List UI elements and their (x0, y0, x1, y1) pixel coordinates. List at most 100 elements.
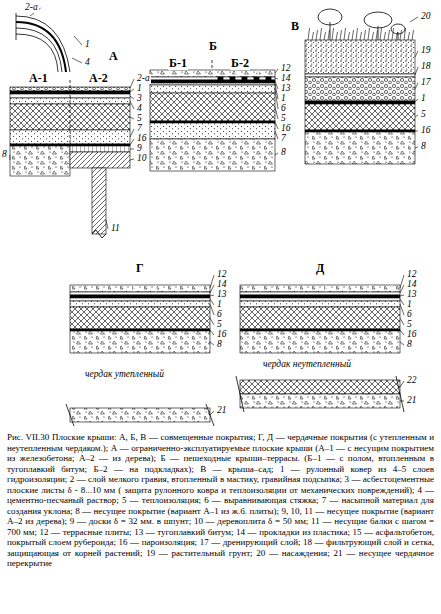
roof-layer (305, 77, 415, 101)
section-letter: Г (135, 262, 145, 275)
leader-line (400, 318, 404, 325)
roof-layer (70, 295, 210, 298)
tile-joint (303, 286, 305, 292)
leader-line (210, 411, 214, 415)
callout-number: 2-а (24, 3, 39, 13)
grass-blade (392, 28, 394, 40)
grass-blade (324, 32, 326, 40)
break-line (66, 404, 214, 426)
plant-stem (398, 32, 399, 40)
leader-line (130, 96, 134, 99)
roof-layer (150, 77, 275, 80)
callout-number: 6 (406, 310, 413, 320)
tile-joint (89, 286, 91, 292)
section-letter: А-1 (28, 72, 49, 85)
leader-line (400, 299, 404, 305)
callout-number: 4 (84, 58, 91, 68)
section-letter: Б-1 (168, 57, 188, 70)
grass-blade (396, 32, 398, 40)
leader-line (9, 155, 10, 160)
roof-layer (70, 331, 210, 353)
leader-line (410, 17, 418, 22)
grass-blade (348, 32, 350, 40)
callout-number: 8 (280, 148, 287, 158)
roof-layer (70, 408, 210, 422)
roof-layer (240, 295, 400, 298)
leader-line (400, 295, 404, 296)
callout-number: 3 (136, 94, 143, 104)
roof-layer (92, 168, 106, 234)
leader-line (210, 299, 214, 305)
roof-layer (305, 74, 415, 77)
break-line (236, 376, 404, 412)
callout-number: 19 (420, 46, 432, 56)
grass-blade (384, 32, 386, 40)
callout-number: 5 (216, 320, 223, 330)
tile-joint (281, 286, 283, 292)
roof-layer (150, 121, 275, 123)
callout-number: 5 (406, 320, 413, 330)
rolled-layer (16, 22, 66, 72)
roof-layer (10, 146, 70, 176)
callout-number: 1 (406, 300, 413, 310)
callout-number: 13 (406, 290, 418, 300)
callout-number: 1 (84, 40, 91, 50)
grass-blade (328, 30, 330, 40)
roof-layer (150, 93, 275, 121)
callout-number: 5 (136, 114, 143, 124)
leader-line (130, 148, 134, 149)
roof-layer (70, 298, 210, 301)
leader-line (400, 400, 404, 401)
roof-layer (240, 307, 400, 329)
roof-layer (70, 301, 210, 307)
pad (230, 77, 235, 80)
leader-line (275, 122, 278, 129)
callout-number: 8 (420, 142, 427, 152)
callout-number: 16 (420, 126, 432, 136)
leader-line (275, 89, 278, 109)
grass-blade (368, 28, 370, 40)
leader-line (275, 78, 278, 80)
callout-number: 12 (280, 64, 292, 74)
roof-layer (240, 292, 400, 295)
roof-layer (70, 285, 210, 292)
callout-number: 14 (216, 280, 228, 290)
grass-blade (372, 32, 374, 40)
leader-line (415, 51, 418, 57)
callout-number: 11 (110, 224, 121, 234)
callout-number: 8 (216, 340, 223, 350)
pad (266, 77, 271, 80)
callout-number: 16 (216, 330, 228, 340)
roof-layer (305, 101, 415, 104)
grass-blade (412, 30, 414, 40)
tile-joint (369, 286, 371, 292)
leader-line (74, 36, 82, 45)
callout-number: 13 (216, 290, 228, 300)
grass-blade (320, 28, 322, 40)
section-letter: А (108, 50, 119, 63)
grass-blade (344, 28, 346, 40)
leader-line (415, 130, 418, 131)
roof-layer (240, 331, 400, 353)
grass-blade (336, 32, 338, 40)
callout-number: 22 (406, 376, 418, 386)
inset-edge (16, 13, 17, 40)
grass-blade (380, 28, 382, 40)
break-line (92, 230, 106, 238)
leader-line (275, 153, 278, 155)
section-split (212, 60, 213, 70)
tile-joint (177, 286, 179, 292)
leader-line (415, 147, 418, 148)
leader-line (415, 83, 418, 89)
tile-joint (391, 286, 393, 292)
callout-number: 16 (280, 124, 292, 134)
leader-line (400, 285, 404, 293)
callout-number: 9 (136, 144, 143, 154)
leader-line (130, 79, 134, 88)
callout-number: 21 (216, 406, 228, 416)
callout-number: 1 (136, 84, 143, 94)
grass-blade (400, 30, 402, 40)
section-split (70, 80, 71, 146)
section-letter: А-2 (88, 72, 109, 85)
leader-line (210, 318, 214, 325)
